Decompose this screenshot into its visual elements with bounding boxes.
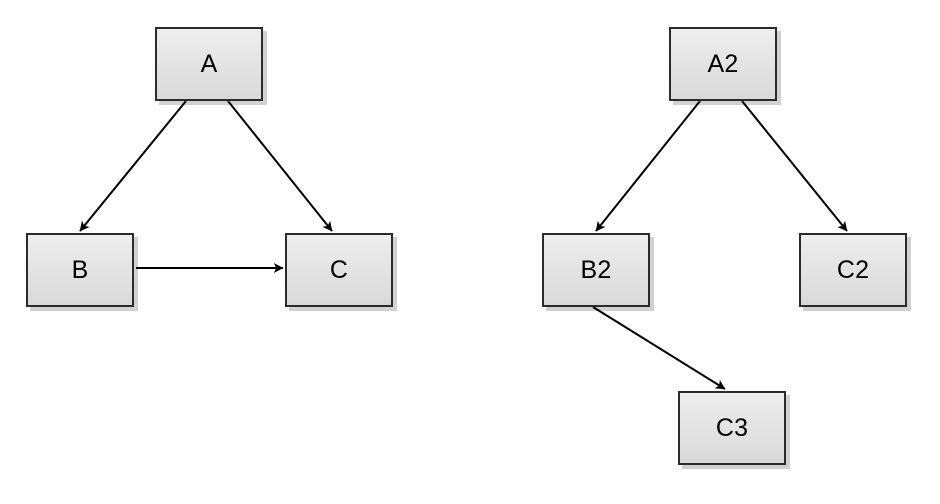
- edge-a2-to-c2[interactable]: [741, 100, 848, 232]
- edge-a2-to-b2[interactable]: [595, 100, 701, 232]
- node-b2[interactable]: B2: [542, 233, 650, 307]
- node-c3[interactable]: C3: [678, 391, 786, 465]
- node-a[interactable]: A: [155, 27, 263, 101]
- node-b[interactable]: B: [26, 233, 134, 307]
- node-label-c3: C3: [715, 413, 749, 442]
- node-c[interactable]: C: [285, 233, 393, 307]
- edges-group: [79, 100, 848, 390]
- node-label-a: A: [200, 49, 218, 78]
- node-label-b: B: [71, 255, 89, 284]
- node-a2[interactable]: A2: [669, 27, 777, 101]
- edge-a-to-b[interactable]: [79, 100, 187, 232]
- node-label-b2: B2: [580, 255, 612, 284]
- node-label-c: C: [329, 255, 349, 284]
- node-label-a2: A2: [707, 49, 739, 78]
- node-label-c2: C2: [836, 255, 870, 284]
- edge-a-to-c[interactable]: [227, 100, 333, 232]
- node-c2[interactable]: C2: [799, 233, 907, 307]
- edge-b2-to-c3[interactable]: [592, 306, 726, 390]
